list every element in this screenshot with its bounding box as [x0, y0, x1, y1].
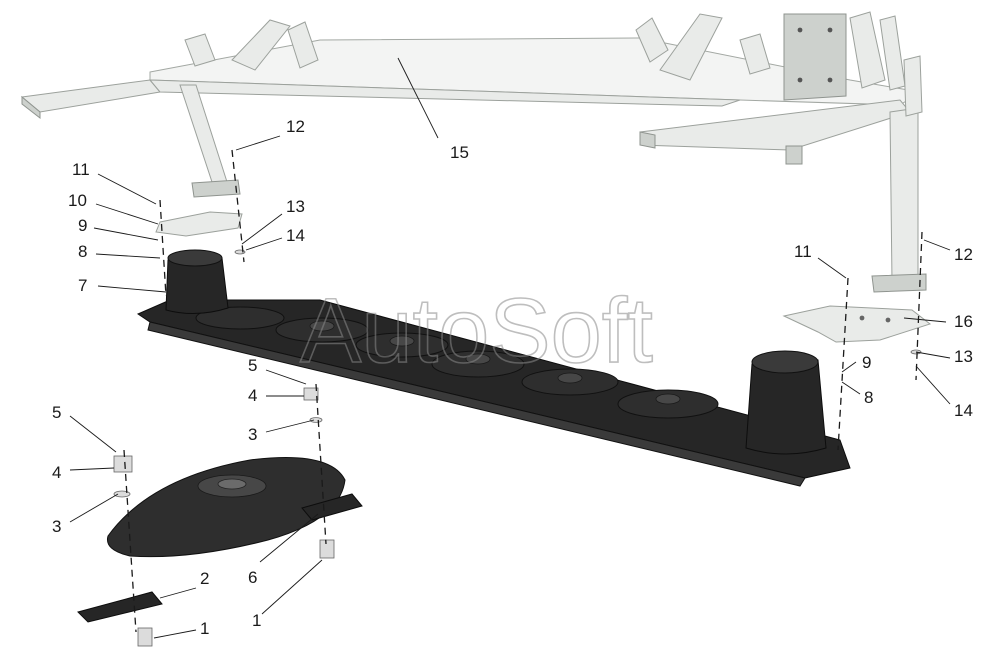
callout-11: 11 — [72, 160, 90, 179]
frame-lug — [287, 21, 319, 69]
frame-assembly — [20, 11, 927, 293]
callout-14: 14 — [954, 401, 973, 420]
right-bracket-plate — [782, 305, 932, 343]
bolt — [137, 627, 153, 647]
frame-lug — [231, 19, 291, 71]
knife — [301, 493, 363, 521]
callout-4: 4 — [248, 386, 257, 405]
callout-9: 9 — [862, 353, 871, 372]
frame-right-foot — [871, 273, 927, 293]
callout-13: 13 — [286, 197, 305, 216]
frame-lug — [659, 13, 723, 81]
assembly-axes — [123, 149, 923, 633]
left-bracket-plate — [155, 211, 243, 237]
nut — [303, 387, 319, 401]
nut — [113, 455, 133, 473]
callout-15: 15 — [450, 143, 469, 162]
leader-lines — [69, 57, 951, 639]
callout-7: 7 — [78, 276, 87, 295]
callout-14: 14 — [286, 226, 305, 245]
knife — [77, 591, 163, 623]
callout-11: 11 — [794, 242, 812, 261]
frame-mount-plate — [783, 13, 847, 101]
callout-9: 9 — [78, 216, 87, 235]
callout-5: 5 — [52, 403, 61, 422]
frame-right-leg — [889, 107, 919, 283]
callout-12: 12 — [954, 245, 973, 264]
callout-5: 5 — [248, 356, 257, 375]
callout-12: 12 — [286, 117, 305, 136]
frame-left-leg — [179, 84, 229, 189]
frame-lug — [635, 17, 669, 63]
callout-2: 2 — [200, 569, 209, 588]
frame-lug — [184, 33, 216, 67]
exploded-cutter-disc — [77, 249, 922, 647]
callout-10: 10 — [68, 191, 87, 210]
callout-6: 6 — [248, 568, 257, 587]
frame-lug — [849, 11, 886, 89]
cutter-bar — [136, 249, 851, 487]
callout-1: 1 — [252, 611, 261, 630]
frame-lug — [739, 33, 771, 75]
callout-labels: 15 12 11 10 9 8 7 13 14 11 12 16 13 9 8 … — [52, 117, 973, 638]
washer — [113, 490, 131, 498]
frame-left-tube — [20, 79, 161, 113]
cutter-disc — [195, 306, 285, 330]
callout-16: 16 — [954, 312, 973, 331]
callout-3: 3 — [52, 517, 61, 536]
frame-right-tube — [639, 99, 911, 151]
callout-8: 8 — [864, 388, 873, 407]
callout-8: 8 — [78, 242, 87, 261]
callout-1: 1 — [200, 619, 209, 638]
watermark-text: AutoSoft — [300, 280, 653, 382]
frame-left-foot — [191, 179, 241, 198]
callout-13: 13 — [954, 347, 973, 366]
callout-4: 4 — [52, 463, 61, 482]
callout-3: 3 — [248, 425, 257, 444]
washer — [309, 417, 323, 423]
bolt — [319, 539, 335, 559]
